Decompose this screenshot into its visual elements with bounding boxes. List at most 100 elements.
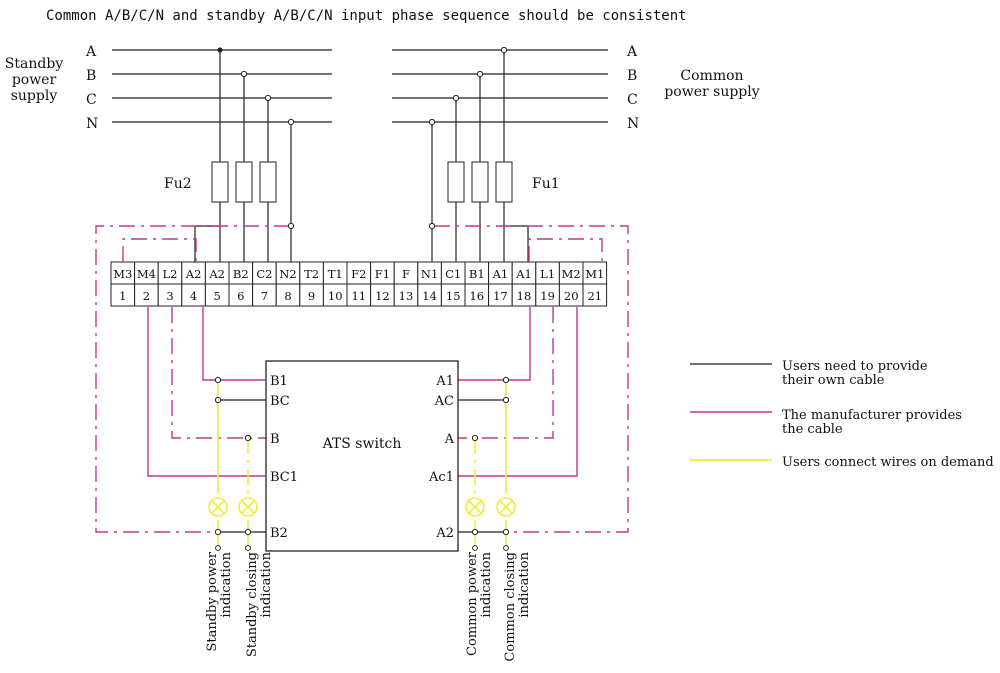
terminal-number: 4	[190, 289, 197, 303]
fu1-label: Fu1	[532, 176, 560, 192]
terminal-number: 11	[351, 289, 366, 303]
standby-power-lamp-icon	[208, 497, 228, 517]
terminal-number: 19	[540, 289, 555, 303]
terminal-label: B1	[469, 267, 485, 281]
junction-dot	[287, 118, 295, 126]
common-phase-n: N	[627, 116, 639, 132]
terminal-rings	[214, 222, 510, 551]
legend-user-cable-2: their own cable	[782, 373, 885, 388]
common-phase-b: B	[627, 68, 637, 84]
terminal-label: A1	[492, 267, 509, 281]
terminal-label: F2	[351, 267, 366, 281]
terminal-label: A2	[208, 267, 225, 281]
common-label-1: Common	[680, 68, 743, 84]
terminal-label: N2	[279, 267, 296, 281]
terminal-label: M2	[562, 267, 581, 281]
terminal-label: F	[402, 267, 410, 281]
legend-on-demand: Users connect wires on demand	[782, 455, 994, 470]
standby-closing-caption-1: Standby closing	[245, 552, 260, 657]
terminal-number: 12	[375, 289, 390, 303]
terminal-number: 13	[399, 289, 414, 303]
fu2-label: Fu2	[164, 176, 192, 192]
terminal-number: 2	[143, 289, 150, 303]
ats-title: ATS switch	[322, 436, 402, 452]
common-closing-lamp-icon	[496, 497, 516, 517]
terminal-number: 20	[564, 289, 579, 303]
legend-manufacturer-1: The manufacturer provides	[782, 408, 962, 423]
standby-phase-n: N	[86, 116, 98, 132]
standby-power-caption-1: Standby power	[205, 551, 220, 651]
standby-phase-c: C	[86, 92, 97, 108]
terminal-label: M3	[113, 267, 132, 281]
junction-dot	[500, 46, 508, 54]
standby-phase-b: B	[86, 68, 96, 84]
terminal-label: M1	[585, 267, 604, 281]
ats-pin-b: B	[270, 432, 280, 447]
terminal-label: N1	[421, 267, 438, 281]
terminal-number: 10	[328, 289, 343, 303]
terminal-number: 7	[261, 289, 268, 303]
terminal-cell-bottom	[582, 283, 608, 307]
standby-label-3: supply	[11, 88, 58, 104]
terminal-label: T1	[328, 267, 343, 281]
legend-user-cable-1: Users need to provide	[782, 359, 928, 374]
common-power-caption-1: Common power	[465, 551, 480, 656]
terminal-label: F1	[375, 267, 390, 281]
ats-switch-box	[265, 360, 459, 552]
standby-closing-caption-2: indication	[259, 551, 274, 617]
ats-cable-stubs	[218, 399, 506, 533]
terminal-number: 3	[166, 289, 173, 303]
standby-bus	[112, 49, 332, 123]
junction-dot	[452, 94, 460, 102]
terminal-number: 8	[284, 289, 291, 303]
terminal-number: 18	[517, 289, 532, 303]
diagram-title: Common A/B/C/N and standby A/B/C/N input…	[46, 8, 687, 24]
standby-power-caption-2: indication	[219, 551, 234, 617]
common-bus	[392, 49, 608, 123]
junction-dot	[217, 47, 223, 53]
manufacturer-cables	[95, 225, 629, 533]
terminal-number: 15	[446, 289, 461, 303]
terminal-label: M4	[137, 267, 156, 281]
terminal-number: 6	[237, 289, 244, 303]
terminal-label: L1	[540, 267, 555, 281]
legend-manufacturer-2: the cable	[782, 422, 843, 437]
terminal-number: 9	[308, 289, 315, 303]
terminal-number: 14	[422, 289, 437, 303]
indicator-lamps	[208, 497, 516, 517]
terminal-label: L2	[163, 267, 178, 281]
terminal-number: 21	[587, 289, 602, 303]
standby-closing-lamp-icon	[238, 497, 258, 517]
junction-dot	[264, 94, 272, 102]
standby-drops	[194, 47, 295, 262]
common-phase-c: C	[627, 92, 638, 108]
terminal-label: C2	[256, 267, 272, 281]
standby-label-1: Standby	[5, 56, 64, 72]
ats-pin-a: A	[444, 432, 455, 447]
common-power-caption-2: indication	[479, 551, 494, 617]
fuse-fu2	[211, 161, 277, 203]
common-closing-caption-1: Common closing	[503, 552, 518, 662]
terminal-number: 17	[493, 289, 508, 303]
junction-dot	[428, 118, 436, 126]
terminal-label: C1	[445, 267, 461, 281]
fuse-fu1	[447, 161, 513, 203]
common-closing-caption-2: indication	[517, 551, 532, 617]
ats-pin-ac: AC	[434, 394, 454, 409]
common-phase-a: A	[626, 44, 638, 60]
junction-dot	[240, 70, 248, 78]
ats-pin-a1: A1	[435, 374, 454, 389]
common-drops	[428, 46, 529, 262]
terminal-number: 16	[469, 289, 484, 303]
terminal-number: 5	[214, 289, 221, 303]
common-label-2: power supply	[664, 84, 759, 100]
standby-label-2: power	[12, 72, 57, 88]
ats-pin-bc1: BC1	[270, 470, 298, 485]
terminal-label: B2	[233, 267, 249, 281]
terminal-number: 1	[119, 289, 126, 303]
terminal-label: T2	[304, 267, 319, 281]
standby-phase-a: A	[85, 44, 97, 60]
terminal-label: A1	[515, 267, 532, 281]
